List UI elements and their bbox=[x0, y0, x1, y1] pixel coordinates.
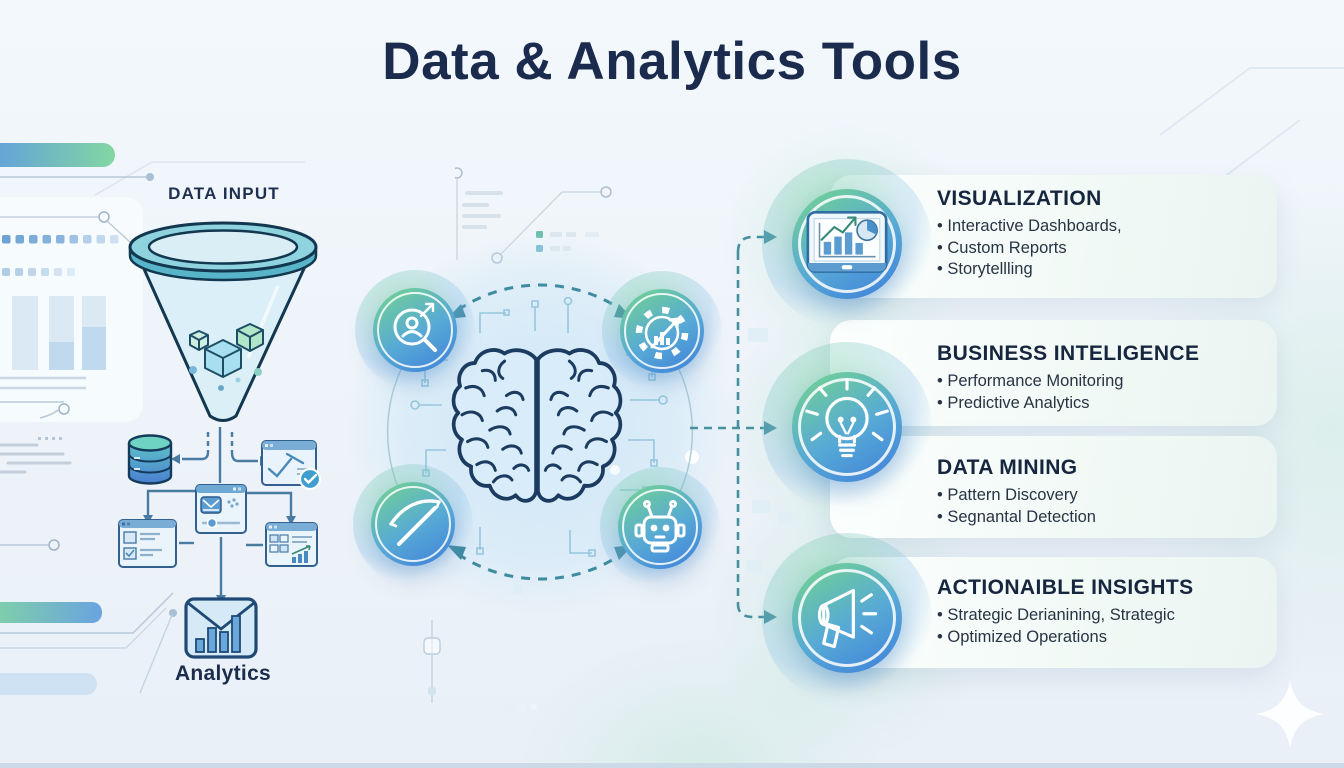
page-title: Data & Analytics Tools bbox=[382, 32, 962, 91]
card-data-mining: DATA MINING Pattern Discovery Segnantal … bbox=[830, 436, 1277, 538]
card-heading: ACTIONAIBLE INSIGHTS bbox=[937, 576, 1194, 599]
database-icon bbox=[127, 434, 173, 485]
data-input-label: DATA INPUT bbox=[168, 184, 280, 203]
dashboard-chart-badge bbox=[792, 189, 902, 299]
card-bullets: Strategic Derianining, Strategic Optimiz… bbox=[937, 605, 1263, 648]
bullet-item: Segnantal Detection bbox=[937, 507, 1263, 529]
bullet-item: Optimized Operations bbox=[937, 627, 1263, 649]
analytics-envelope-icon bbox=[184, 597, 258, 659]
card-actionable-insights: ACTIONAIBLE INSIGHTS Strategic Derianini… bbox=[830, 557, 1277, 668]
lightbulb-badge bbox=[792, 372, 902, 482]
top-right-decoration bbox=[1159, 67, 1344, 180]
funnel-icon bbox=[128, 221, 318, 422]
decor-square bbox=[746, 560, 762, 572]
bullet-item: Pattern Discovery bbox=[937, 485, 1263, 507]
robot-icon bbox=[634, 500, 686, 553]
card-bullets: Performance Monitoring Predictive Analyt… bbox=[937, 371, 1263, 414]
bottom-border bbox=[0, 763, 1344, 768]
decor-square bbox=[752, 500, 770, 513]
brain-icon bbox=[451, 348, 623, 503]
connector-arrows bbox=[690, 230, 777, 624]
document-check-icon bbox=[261, 440, 322, 491]
card-bullets: Interactive Dashboards, Custom Reports S… bbox=[937, 216, 1263, 281]
sparkle-icon bbox=[1256, 680, 1324, 748]
bullet-item: Custom Reports bbox=[937, 238, 1263, 260]
card-heading: DATA MINING bbox=[937, 456, 1078, 479]
bullet-item: Storytellling bbox=[937, 259, 1263, 281]
hub-window-icon bbox=[195, 484, 247, 534]
bullet-item: Performance Monitoring bbox=[937, 371, 1263, 393]
gear-chart-icon bbox=[635, 306, 689, 360]
card-heading: VISUALIZATION bbox=[937, 187, 1102, 210]
card-heading: BUSINESS INTELIGENCE bbox=[937, 342, 1200, 365]
bullet-item: Strategic Derianining, Strategic bbox=[937, 605, 1263, 627]
card-business-intelligence: BUSINESS INTELIGENCE Performance Monitor… bbox=[830, 320, 1277, 426]
bullet-item: Predictive Analytics bbox=[937, 393, 1263, 415]
pickaxe-icon bbox=[389, 499, 441, 546]
decor-square bbox=[778, 512, 793, 523]
lightbulb-icon bbox=[805, 377, 889, 458]
card-visualization: VISUALIZATION Interactive Dashboards, Cu… bbox=[830, 175, 1277, 298]
analytics-label: Analytics bbox=[174, 662, 272, 685]
list-window-icon bbox=[118, 519, 177, 568]
decor-square bbox=[748, 328, 768, 342]
report-window-icon bbox=[265, 522, 318, 567]
megaphone-icon bbox=[817, 588, 878, 649]
user-search-icon bbox=[393, 302, 437, 352]
left-background-decoration bbox=[0, 143, 305, 695]
megaphone-badge bbox=[792, 563, 902, 673]
pickaxe-badge bbox=[371, 482, 455, 566]
gear-chart-badge bbox=[620, 289, 704, 373]
robot-badge bbox=[618, 485, 702, 569]
bullet-item: Interactive Dashboards, bbox=[937, 216, 1263, 238]
card-bullets: Pattern Discovery Segnantal Detection bbox=[937, 485, 1263, 528]
dashboard-chart-icon bbox=[806, 210, 888, 273]
user-search-badge bbox=[373, 288, 457, 372]
